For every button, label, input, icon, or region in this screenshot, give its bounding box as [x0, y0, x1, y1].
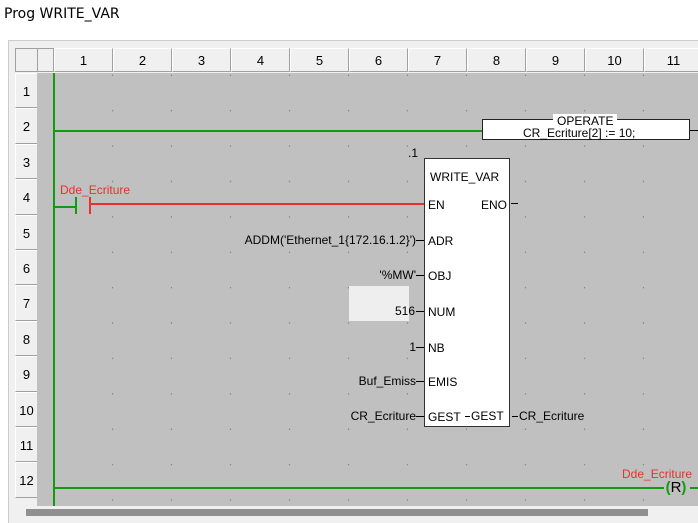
column-header-4[interactable]: 4 [231, 48, 290, 72]
row-header-11[interactable]: 11 [15, 427, 38, 463]
row-header-4[interactable]: 4 [15, 179, 38, 215]
rung-2-wire [55, 130, 482, 132]
input-nb[interactable]: 1 [409, 340, 416, 354]
input-adr[interactable]: ADDM('Ethernet_1{172.16.1.2}') [244, 233, 416, 247]
num-input-highlight[interactable] [349, 286, 409, 321]
column-header-9[interactable]: 9 [526, 48, 585, 72]
rung-12-wire [55, 487, 664, 489]
num-wire [416, 311, 424, 312]
row-header-8[interactable]: 8 [15, 320, 38, 357]
row-header-3[interactable]: 3 [15, 143, 38, 180]
pin-en: EN [428, 198, 445, 212]
pin-eno: ENO [481, 198, 508, 212]
obj-wire [416, 275, 424, 276]
input-emis[interactable]: Buf_Emiss [358, 374, 416, 388]
contact-right-bar[interactable] [89, 197, 91, 214]
operate-out-wire [690, 130, 698, 131]
row-header-5[interactable]: 5 [15, 214, 38, 250]
left-power-rail [53, 73, 55, 506]
row-header-10[interactable]: 10 [15, 391, 38, 427]
horizontal-scrollbar-thumb[interactable] [26, 509, 648, 516]
reset-coil[interactable]: (R) [662, 477, 690, 499]
column-header-11[interactable]: 11 [644, 48, 698, 72]
column-header-7[interactable]: 7 [408, 48, 467, 72]
coil-label: Dde_Ecriture [622, 467, 693, 481]
row-header-7[interactable]: 7 [15, 285, 38, 321]
contact-left-bar[interactable] [75, 197, 77, 214]
coil-symbol: R [670, 479, 682, 496]
coil-right-paren-icon: ) [681, 479, 687, 496]
input-num[interactable]: 516 [394, 304, 415, 318]
emis-wire [416, 381, 424, 382]
contact-in-wire [55, 206, 76, 208]
operate-header: OPERATE [553, 114, 618, 128]
row-header-12[interactable]: 12 [15, 462, 38, 498]
column-header-3[interactable]: 3 [172, 48, 231, 72]
column-header-0 [37, 48, 54, 72]
contact-label: Dde_Ecriture [60, 183, 131, 197]
pin-nb: NB [428, 341, 445, 355]
row-header-6[interactable]: 6 [15, 250, 38, 286]
gest-out-wire [512, 416, 518, 417]
column-header-6[interactable]: 6 [349, 48, 408, 72]
corner-header [15, 48, 38, 72]
coil-out-wire [690, 487, 698, 489]
output-gest[interactable]: CR_Ecriture [519, 409, 585, 423]
adr-wire [416, 240, 424, 241]
row-header-2[interactable]: 2 [15, 108, 38, 144]
column-header-10[interactable]: 10 [585, 48, 644, 72]
pin-gest-out: GEST [471, 409, 504, 423]
coil-left-paren-icon: ( [665, 479, 671, 496]
pin-gest-in: GEST [428, 410, 461, 424]
gest-link [465, 416, 470, 417]
input-obj[interactable]: '%MW' [379, 268, 416, 282]
block-instance-number: .1 [408, 146, 419, 160]
pin-obj: OBJ [428, 269, 452, 283]
column-header-5[interactable]: 5 [290, 48, 349, 72]
pin-emis: EMIS [428, 375, 458, 389]
block-name: WRITE_VAR [430, 170, 500, 184]
pin-num: NUM [428, 305, 456, 319]
nb-wire [416, 347, 424, 348]
input-gest[interactable]: CR_Ecriture [350, 409, 416, 423]
row-header-1[interactable]: 1 [15, 73, 38, 109]
operate-block[interactable]: OPERATE CR_Ecriture[2] := 10; [482, 114, 690, 140]
program-title: Prog WRITE_VAR [4, 6, 120, 22]
pin-adr: ADR [428, 234, 454, 248]
column-header-2[interactable]: 2 [113, 48, 172, 72]
gest-in-wire [416, 416, 424, 417]
write-var-block[interactable]: WRITE_VAR EN ENO ADR OBJ NUM NB EMIS GES… [424, 158, 510, 427]
column-header-8[interactable]: 8 [467, 48, 526, 72]
column-header-1[interactable]: 1 [54, 48, 113, 72]
row-header-9[interactable]: 9 [15, 356, 38, 392]
eno-wire [511, 203, 518, 204]
operate-expression: CR_Ecriture[2] := 10; [523, 126, 636, 140]
en-wire [91, 203, 424, 205]
